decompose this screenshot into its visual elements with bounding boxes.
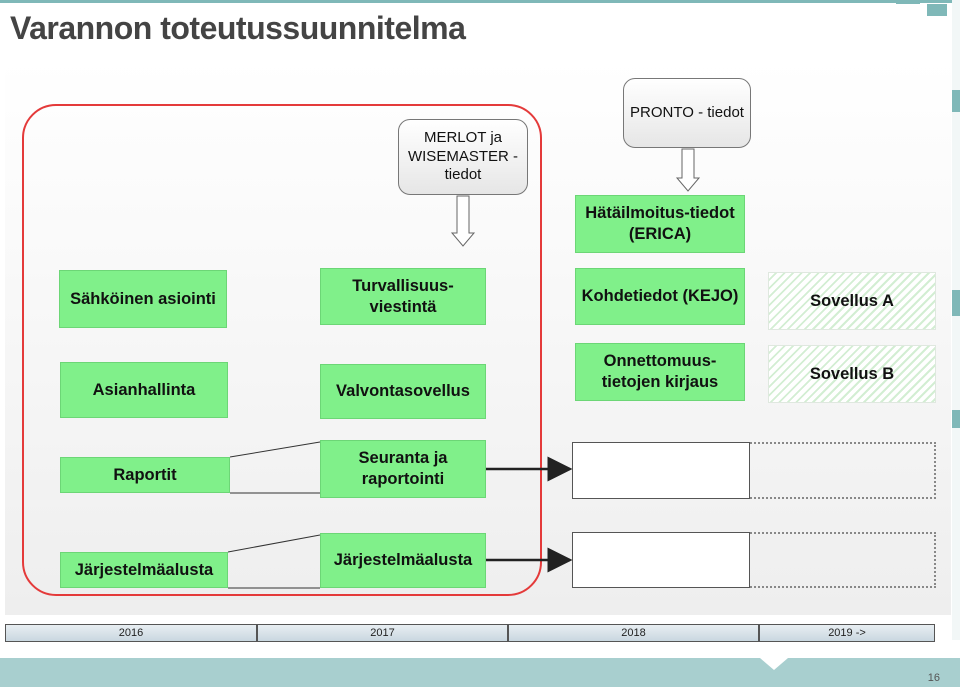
hollow-down-arrow-pronto <box>675 148 701 192</box>
timeline-2016: 2016 <box>5 624 257 642</box>
right-decor-strip <box>952 0 960 640</box>
bracket-jarjestelma-left-mid <box>227 534 321 589</box>
current-systems-frame <box>22 104 542 596</box>
box-jarjestelmaalusta-mid: Järjestelmäalusta <box>320 533 486 588</box>
box-jarjestelmaalusta-left: Järjestelmäalusta <box>60 552 228 588</box>
footer-band <box>0 658 960 687</box>
top-accent-line <box>0 0 960 3</box>
slide-title: Varannon toteutussuunnitelma <box>10 10 466 46</box>
callout-pronto: PRONTO - tiedot <box>623 78 751 148</box>
box-raportit: Raportit <box>60 457 230 493</box>
box-sahkoinen-asiointi: Sähköinen asiointi <box>59 270 227 328</box>
bracket-raportit-seuranta <box>229 441 321 494</box>
decor-block <box>952 410 960 428</box>
box-seuranta-raportointi: Seuranta ja raportointi <box>320 440 486 498</box>
dotted-box-2019-row1 <box>750 442 936 499</box>
hollow-down-arrow-merlot <box>450 195 476 247</box>
decor-block <box>896 0 920 4</box>
timeline-2018: 2018 <box>508 624 759 642</box>
empty-box-2018-row2 <box>572 532 750 588</box>
box-sovellus-a: Sovellus A <box>768 272 936 330</box>
footer-notch <box>760 658 788 670</box>
empty-box-2018-row1 <box>572 442 750 499</box>
timeline-2019: 2019 -> <box>759 624 935 642</box>
box-asianhallinta: Asianhallinta <box>60 362 228 418</box>
timeline-2017: 2017 <box>257 624 508 642</box>
callout-merlot-wisemaster: MERLOT ja WISEMASTER - tiedot <box>398 119 528 195</box>
box-hatailmoitustiedot: Hätäilmoitus-tiedot (ERICA) <box>575 195 745 253</box>
box-turvallisuusviestinta: Turvallisuus-viestintä <box>320 268 486 325</box>
box-onnettomuustietojen-kirjaus: Onnettomuus-tietojen kirjaus <box>575 343 745 401</box>
box-valvontasovellus: Valvontasovellus <box>320 364 486 419</box>
box-sovellus-b: Sovellus B <box>768 345 936 403</box>
decor-block <box>952 90 960 112</box>
dotted-box-2019-row2 <box>750 532 936 588</box>
decor-block <box>952 290 960 316</box>
page-number: 16 <box>927 672 940 684</box>
decor-block <box>927 4 947 16</box>
box-kohdetiedot: Kohdetiedot (KEJO) <box>575 268 745 325</box>
